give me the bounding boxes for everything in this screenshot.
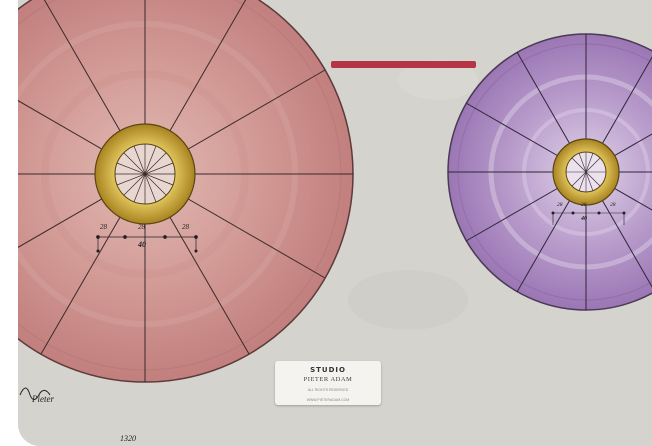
label-fine-line-1: ALL RIGHTS RESERVED [307, 388, 349, 392]
left-dim-c: 28 [182, 223, 189, 231]
right-disc [447, 33, 652, 311]
signature-text: Pieter [32, 394, 54, 404]
left-dim-a: 28 [100, 223, 107, 231]
left-disc [18, 0, 354, 383]
red-stroke [331, 61, 476, 68]
right-dim-b: 28 [581, 202, 587, 208]
label-name: PIETER ADAM [303, 376, 353, 383]
right-dim-a: 28 [557, 202, 563, 208]
bottom-note: 1320 [120, 434, 136, 443]
drawing-canvas [18, 0, 652, 446]
left-dimension-marks [96, 235, 198, 253]
right-dimension-marks [551, 211, 626, 225]
drawing-photo: 28 28 28 40 28 28 28 40 Pieter 1320 STUD… [18, 0, 652, 446]
signature-mark [19, 387, 51, 400]
label-studio: STUDIO [310, 366, 346, 374]
right-dim-c: 28 [610, 202, 616, 208]
left-dim-main: 40 [138, 240, 146, 249]
left-dim-b: 28 [138, 223, 145, 231]
right-dim-main: 40 [581, 216, 587, 222]
studio-label-card: STUDIO PIETER ADAM ALL RIGHTS RESERVED W… [275, 361, 381, 405]
label-fine-line-2: WWW.PIETERADAM.COM [306, 398, 350, 402]
